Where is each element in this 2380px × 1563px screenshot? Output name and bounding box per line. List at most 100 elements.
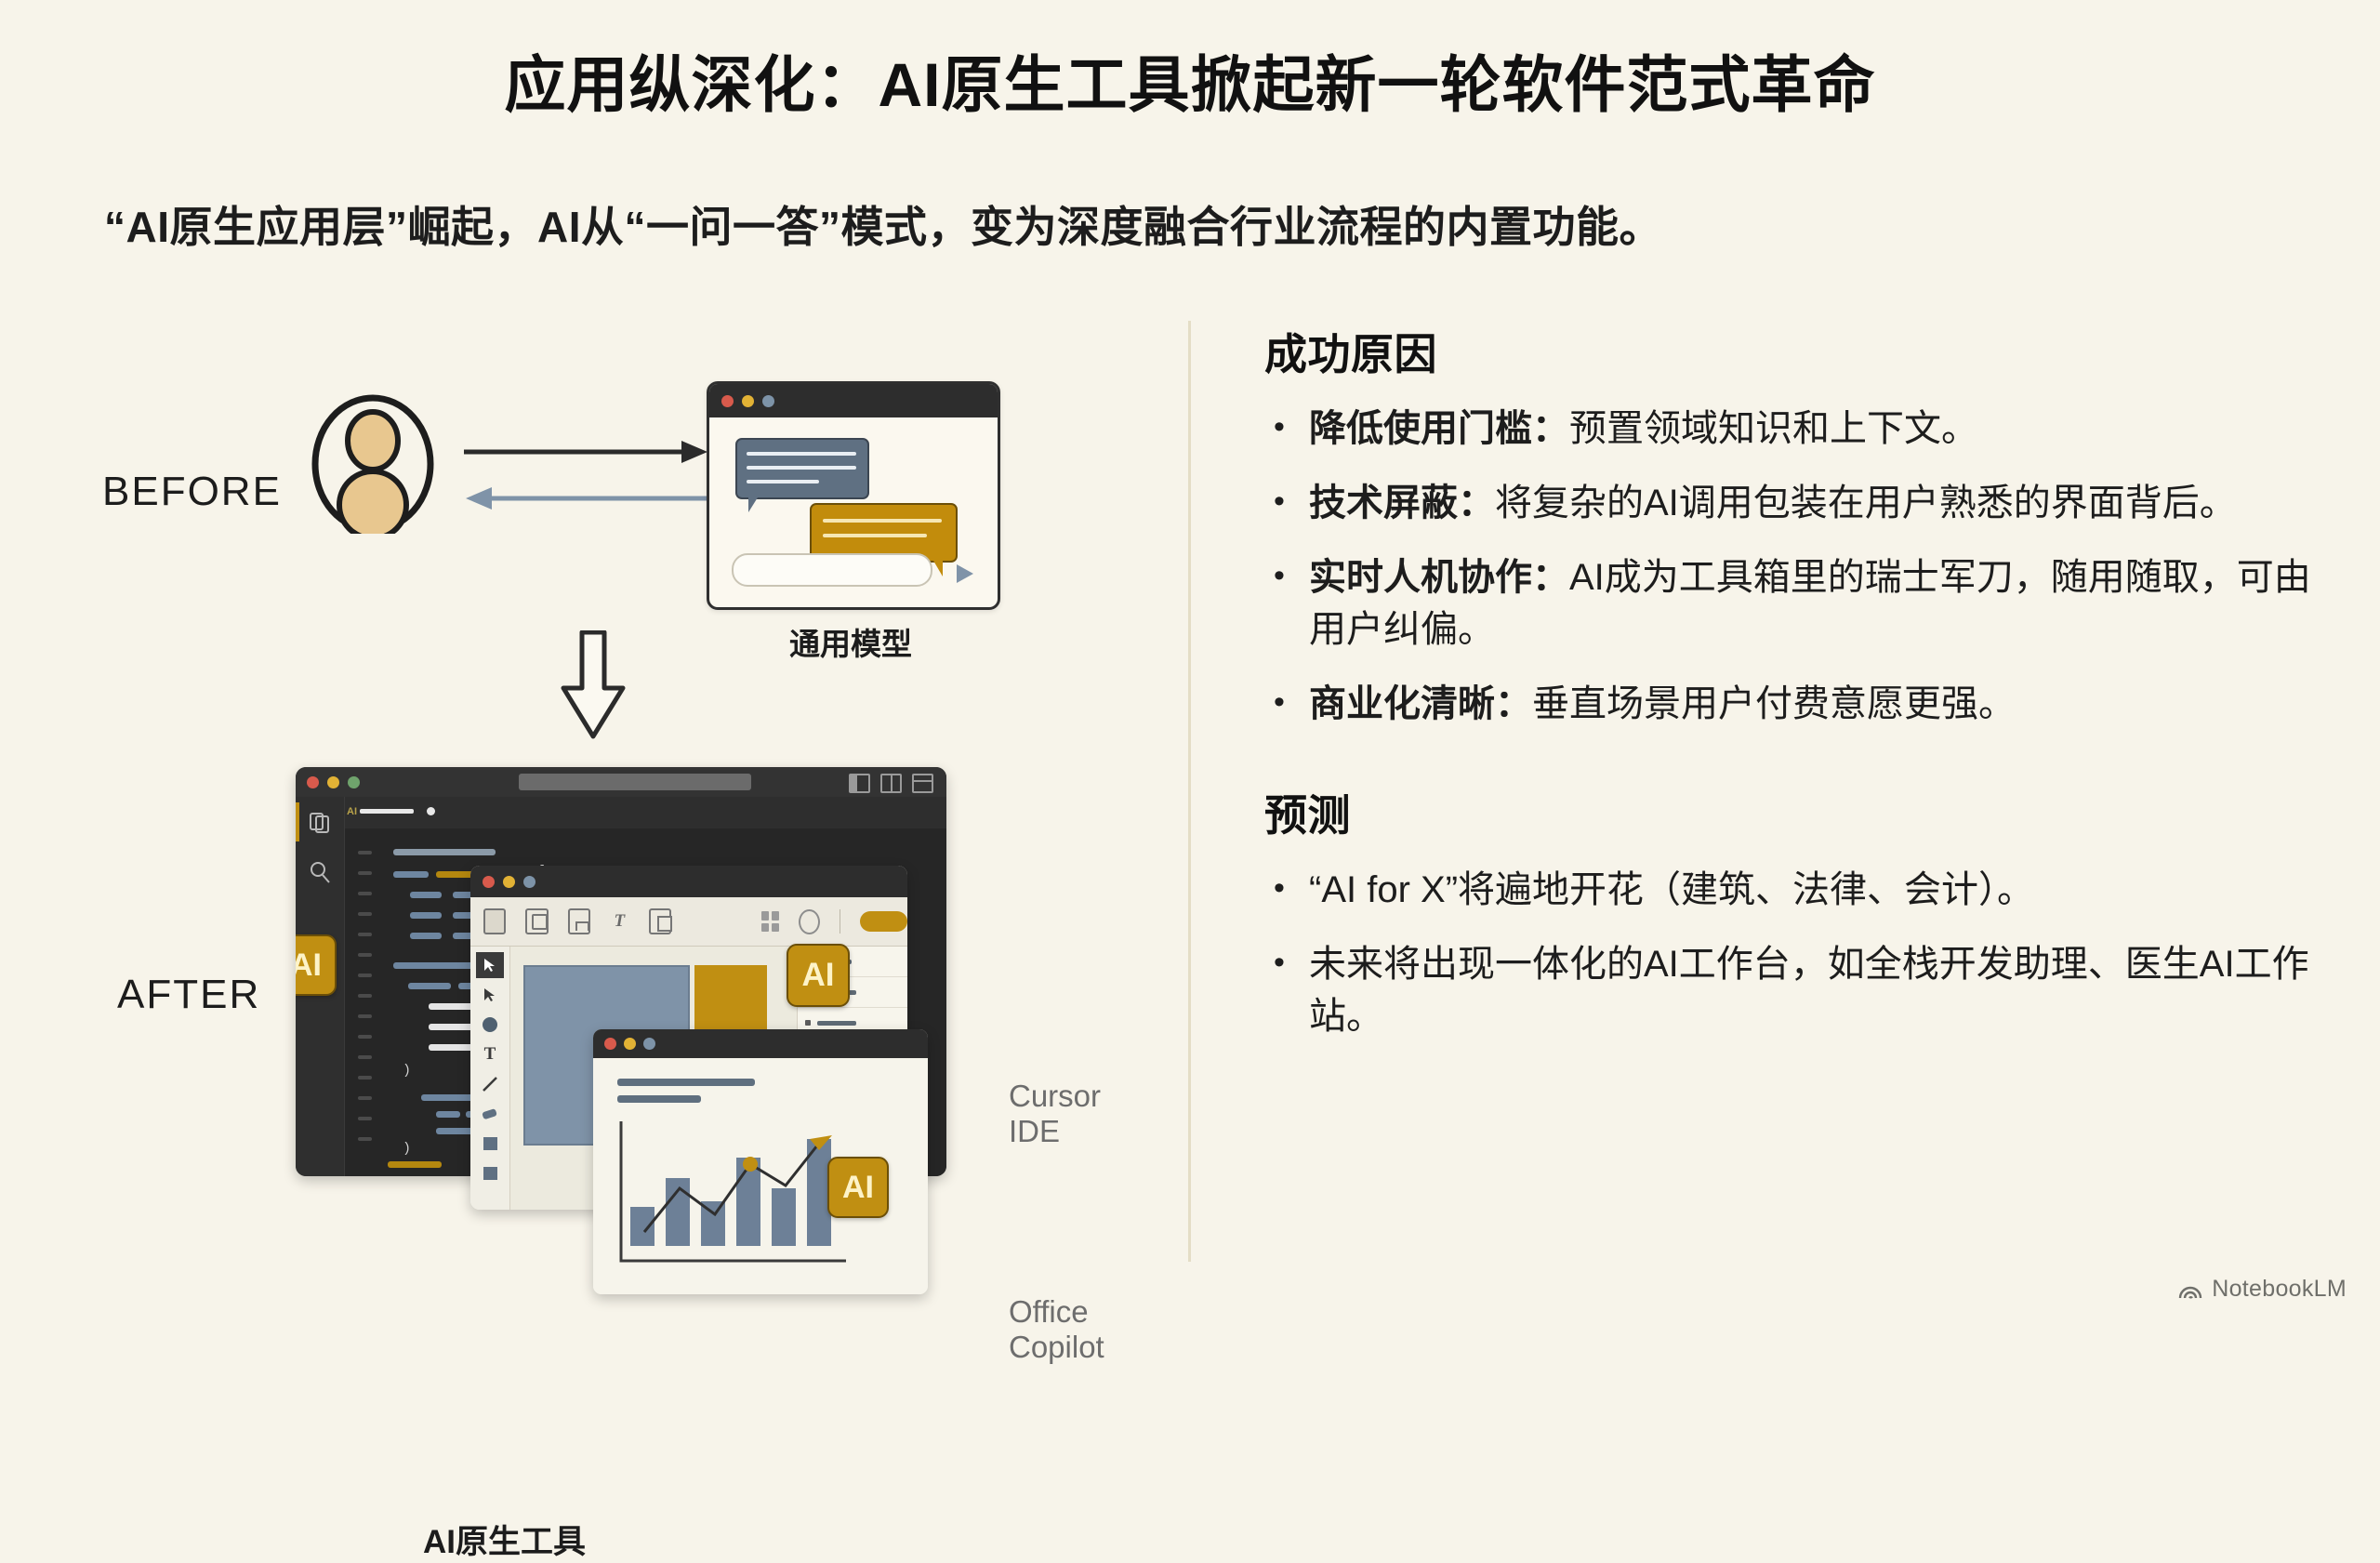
- chart-titlebar: [593, 1029, 928, 1058]
- chart-bar: [807, 1139, 831, 1246]
- chat-input-field[interactable]: [732, 553, 932, 587]
- user-avatar-icon: [311, 394, 434, 534]
- files-icon[interactable]: [308, 810, 332, 834]
- trendline-path: [642, 1140, 823, 1233]
- toolbar-divider: [839, 909, 841, 934]
- bullet-item: 实时人机协作：AI成为工具箱里的瑞士军刀，随用随取，可由用户纠偏。: [1264, 550, 2315, 656]
- bullet-item: “AI for X”将遍地开花（建筑、法律、会计）。: [1264, 862, 2315, 916]
- report-subheading-line: [617, 1095, 701, 1103]
- new-document-icon[interactable]: [483, 908, 507, 934]
- notebooklm-label: NotebookLM: [2212, 1276, 2347, 1302]
- office-copilot-annotation: Office Copilot: [1009, 1294, 1104, 1365]
- close-dot-icon[interactable]: [483, 875, 495, 888]
- text-tool-icon[interactable]: T: [614, 911, 626, 931]
- chart-axes: [619, 1121, 846, 1263]
- layout-sidebar-icon[interactable]: [849, 774, 870, 793]
- editor-tabstrip: AI: [345, 797, 946, 828]
- minimize-dot-icon[interactable]: [742, 394, 754, 407]
- bullet-text: “AI for X”将遍地开花（建筑、法律、会计）。: [1309, 869, 2035, 910]
- select-tool-icon[interactable]: [476, 952, 504, 978]
- office-copilot-line1: Office: [1009, 1294, 1089, 1329]
- ai-native-tools-caption: AI原生工具: [423, 1524, 587, 1560]
- forecast-heading: 预测: [1264, 791, 1351, 840]
- chart-body: AI: [593, 1058, 928, 1294]
- maximize-dot-icon[interactable]: [348, 775, 360, 788]
- trendline-arrowhead: [810, 1135, 832, 1150]
- forecast-list: “AI for X”将遍地开花（建筑、法律、会计）。未来将出现一体化的AI工作台…: [1264, 862, 2315, 1042]
- maximize-dot-icon[interactable]: [762, 394, 774, 407]
- bullet-text: 垂直场景用户付费意愿更强。: [1532, 683, 2016, 724]
- bullet-text: 将复杂的AI调用包装在用户熟悉的界面背后。: [1495, 483, 2237, 523]
- bullet-item: 技术屏蔽：将复杂的AI调用包装在用户熟悉的界面背后。: [1264, 475, 2315, 529]
- bullet-item: 降低使用门槛：预置领域知识和上下文。: [1264, 401, 2315, 455]
- chart-bar: [772, 1188, 796, 1246]
- chart-report-window: AI: [593, 1029, 928, 1294]
- bullet-text: 未来将出现一体化的AI工作台，如全栈开发助理、医生AI工作站。: [1309, 944, 2309, 1037]
- minimize-dot-icon[interactable]: [327, 775, 339, 788]
- paste-icon[interactable]: [648, 908, 672, 934]
- ai-badge-office: AI: [787, 944, 850, 1007]
- layout-grid-icon[interactable]: [761, 911, 780, 932]
- chart-trendline: [642, 1135, 832, 1233]
- content-column: 成功原因 降低使用门槛：预置领域知识和上下文。技术屏蔽：将复杂的AI调用包装在用…: [1264, 321, 2315, 1065]
- line-tool-icon[interactable]: [476, 1071, 504, 1097]
- bullet-item: 未来将出现一体化的AI工作台，如全栈开发助理、医生AI工作站。: [1264, 936, 2315, 1042]
- general-model-caption: 通用模型: [789, 627, 912, 661]
- send-icon[interactable]: [955, 563, 975, 585]
- bullet-term: 降低使用门槛：: [1309, 408, 1569, 449]
- close-dot-icon[interactable]: [604, 1038, 616, 1050]
- ai-badge-ide: AI: [296, 934, 337, 996]
- search-icon[interactable]: [308, 860, 332, 884]
- office-titlebar: [470, 866, 907, 897]
- save-icon[interactable]: [567, 908, 591, 934]
- ide-command-bar[interactable]: [519, 774, 751, 790]
- minimize-dot-icon[interactable]: [503, 875, 515, 888]
- tab-ai-glyph: AI: [347, 806, 357, 817]
- general-model-window: [707, 381, 1000, 610]
- close-dot-icon[interactable]: [721, 394, 734, 407]
- office-toolbar: T: [470, 897, 907, 947]
- reasons-list: 降低使用门槛：预置领域知识和上下文。技术屏蔽：将复杂的AI调用包装在用户熟悉的界…: [1264, 401, 2315, 730]
- bullet-term: 技术屏蔽：: [1309, 483, 1495, 523]
- chart-bar: [736, 1158, 760, 1246]
- after-label: AFTER: [117, 972, 261, 1017]
- active-indicator: [296, 802, 299, 841]
- transition-down-arrow-icon: [561, 630, 626, 739]
- refresh-icon[interactable]: [799, 908, 820, 934]
- ellipse-tool-icon[interactable]: [476, 1012, 504, 1038]
- maximize-dot-icon[interactable]: [523, 875, 536, 888]
- page-subtitle: “AI原生应用层”崛起，AI从“一问一答”模式，变为深度融合行业流程的内置功能。: [104, 203, 1662, 251]
- primary-action-button[interactable]: [860, 911, 907, 932]
- layout-panel-icon[interactable]: [912, 774, 933, 793]
- diagram-panel: BEFORE AFTER: [0, 307, 1181, 1560]
- before-label: BEFORE: [102, 469, 282, 514]
- layout-split-icon[interactable]: [880, 774, 902, 793]
- swatch-tool-icon[interactable]: [476, 1160, 504, 1186]
- reasons-heading: 成功原因: [1264, 330, 1437, 378]
- office-tool-rail: T: [470, 947, 510, 1210]
- ide-layout-icons: [849, 774, 933, 793]
- notebooklm-watermark: NotebookLM: [2178, 1276, 2347, 1303]
- rectangle-tool-icon[interactable]: [476, 1131, 504, 1157]
- bullet-text: 预置领域知识和上下文。: [1569, 408, 1978, 449]
- bullet-term: 商业化清晰：: [1309, 683, 1532, 724]
- type-tool-icon[interactable]: T: [483, 1044, 496, 1064]
- slide-root: 应用纵深化：AI原生工具掀起新一轮软件范式革命 “AI原生应用层”崛起，AI从“…: [0, 0, 2380, 1329]
- report-heading-line: [617, 1079, 755, 1086]
- copy-icon[interactable]: [525, 908, 549, 934]
- request-response-arrows-icon: [464, 441, 707, 510]
- direct-select-tool-icon[interactable]: [476, 982, 504, 1008]
- eraser-tool-icon[interactable]: [476, 1101, 504, 1127]
- maximize-dot-icon[interactable]: [643, 1038, 655, 1050]
- cursor-ide-line1: Cursor: [1009, 1079, 1102, 1113]
- bullet-text: AI成为工具箱里的瑞士军刀，随用随取，可由用户纠偏。: [1309, 557, 2311, 650]
- page-title: 应用纵深化：AI原生工具掀起新一轮软件范式革命: [504, 50, 1876, 119]
- chat-bubble-user: [735, 438, 869, 512]
- ai-badge-chart: AI: [827, 1157, 889, 1218]
- close-dot-icon[interactable]: [307, 775, 319, 788]
- notebooklm-logo-icon: [2179, 1286, 2202, 1299]
- minimize-dot-icon[interactable]: [624, 1038, 636, 1050]
- cursor-ide-annotation: Cursor IDE: [1009, 1079, 1101, 1149]
- cursor-ide-line2: IDE: [1009, 1114, 1061, 1148]
- bullet-item: 商业化清晰：垂直场景用户付费意愿更强。: [1264, 676, 2315, 730]
